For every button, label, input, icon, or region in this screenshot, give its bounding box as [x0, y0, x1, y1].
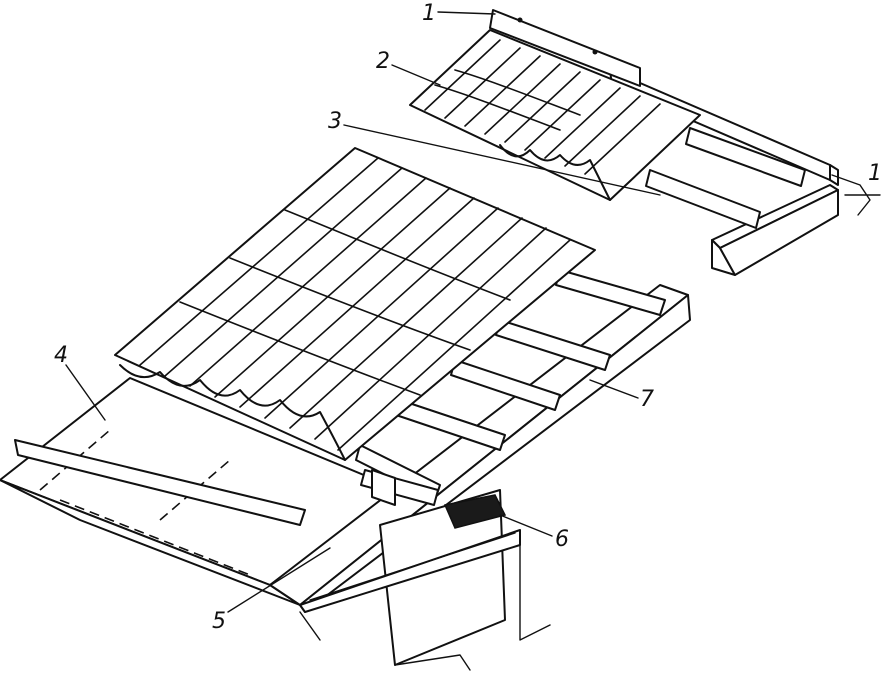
callout-label-3: 3	[328, 109, 342, 134]
main-roof	[0, 147, 691, 671]
leader-1	[437, 11, 496, 15]
leader-6	[499, 514, 553, 537]
eaves-block	[371, 469, 396, 506]
batten-upper-1	[645, 169, 761, 229]
callout-label-2: 2	[376, 49, 390, 74]
leader-5	[227, 547, 331, 613]
mauerlat-section	[443, 494, 507, 529]
leader-4	[65, 364, 106, 421]
upper-tile-field	[409, 29, 701, 201]
ridge-cap	[489, 9, 641, 87]
lower-beam-side	[719, 189, 839, 276]
leader-1-right	[831, 174, 881, 216]
callout-label-1-right: 1	[868, 161, 882, 186]
hidden-edge-3	[59, 499, 251, 576]
batten-upper-2	[685, 127, 806, 187]
callout-label-4: 4	[54, 343, 68, 368]
leader-7	[589, 379, 639, 399]
callouts: 1 1 2 3 4 5 6 7	[54, 1, 882, 634]
callout-label-6: 6	[555, 527, 569, 552]
callout-label-7: 7	[640, 387, 654, 412]
callout-label-1: 1	[422, 1, 436, 26]
leader-3	[343, 124, 661, 196]
main-tile-field	[114, 147, 596, 461]
loose-batten	[14, 439, 306, 526]
ridge-detail	[409, 9, 839, 276]
leader-2	[391, 64, 441, 86]
callout-label-5: 5	[212, 609, 226, 634]
